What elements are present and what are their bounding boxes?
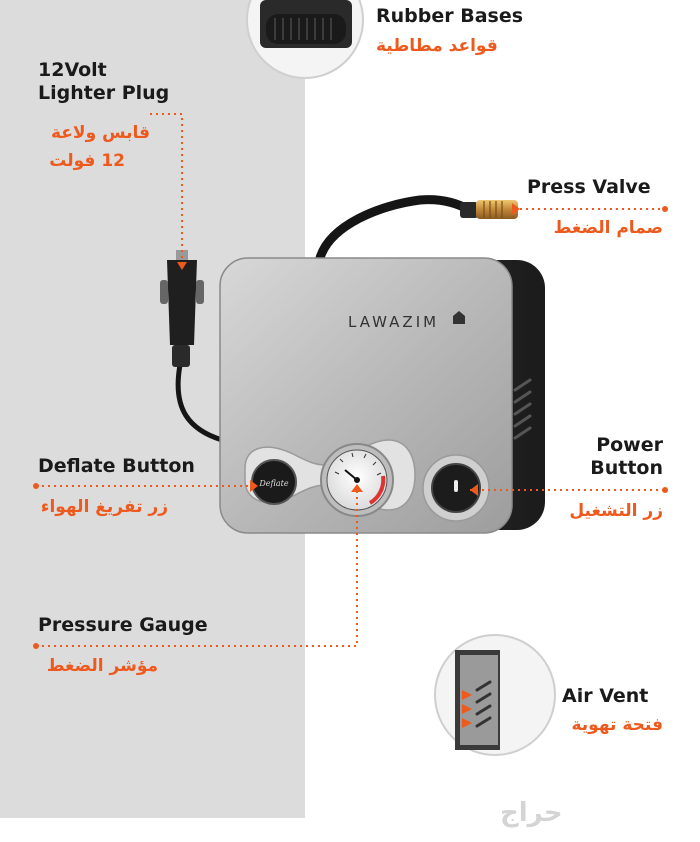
rubber-bases-label-ar: قواعد مطاطية [376,36,498,56]
press-valve-label: Press Valve [527,176,651,198]
pressure-gauge-label-ar: مؤشر الضغط [46,656,158,676]
air-hose [315,195,475,263]
power-button-label-line2: Button [590,457,663,479]
rubber-bases-label: Rubber Bases [376,5,524,27]
callout-lines [36,113,665,647]
air-vent-arrows [462,690,472,728]
power-button-label-ar: زر التشغيل [569,501,663,521]
lighter-plug-label-line2: Lighter Plug [38,82,170,104]
pressure-gauge [320,443,394,517]
callout-dots [33,203,668,649]
power-cord [175,364,223,443]
lighter-plug-label-line1: 12Volt [38,59,107,81]
lighter-plug [160,250,204,367]
home-icon [453,311,465,324]
press-valve-nozzle [460,200,518,219]
lighter-plug-label-ar-line1: قابس ولاعة [51,123,150,143]
air-vent-inset [434,634,556,756]
deflate-button-callout-label: Deflate Button [38,455,195,477]
rubber-base-inset [246,0,364,79]
lighter-plug-label-ar-line2: 12 فولت [49,151,125,171]
brand-logo-text: LAWAZIM [348,313,439,331]
air-vent-label-ar: فتحة تهوية [571,715,663,735]
deflate-button-callout-label-ar: زر تفريغ الهواء [40,497,168,517]
deflate-button: Deflate [251,459,297,505]
deflate-button-label: Deflate [258,479,288,488]
power-button [422,454,490,522]
air-vent-label: Air Vent [562,685,649,707]
watermark-logo: حراج [500,798,563,828]
power-button-label-line1: Power [596,434,663,456]
pressure-gauge-label: Pressure Gauge [38,614,208,636]
press-valve-label-ar: صمام الضغط [553,218,663,238]
